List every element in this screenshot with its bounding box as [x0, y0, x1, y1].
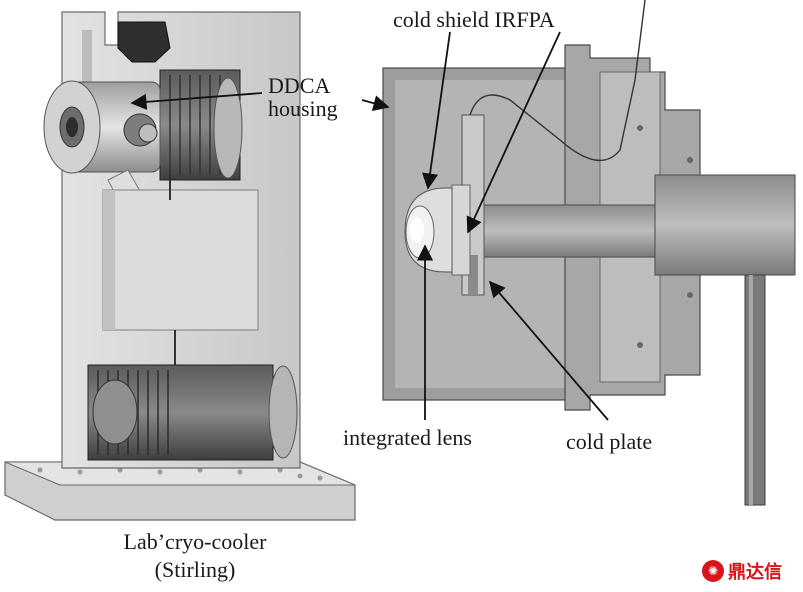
ddca-housing-arrow-right — [361, 95, 390, 112]
cold-shield-irfpa-label: cold shield IRFPA — [393, 7, 555, 32]
watermark-logo-text: 鼎达信 — [728, 562, 782, 583]
ddca-housing-arrow-left — [130, 92, 263, 110]
caption-line1: Lab’cryo-cooler — [123, 529, 267, 554]
integrated-lens-label: integrated lens — [343, 425, 472, 450]
annotation-arrows — [130, 31, 609, 421]
watermark-logo-icon: ✺ — [702, 560, 724, 582]
ddca-cross-section — [382, 0, 796, 506]
figure-caption: Lab’cryo-cooler (Stirling) — [95, 528, 295, 583]
ddca-housing-label-line2: housing — [268, 96, 338, 122]
cold-shield-arrow-lens — [422, 31, 451, 190]
cold-shield-arrow-irfpa — [466, 31, 561, 234]
ddca-housing-label-line1: DDCA — [268, 73, 331, 98]
caption-line2: (Stirling) — [154, 556, 236, 582]
cold-plate-arrow — [488, 280, 609, 421]
ddca-housing-label: DDCA housing — [268, 74, 338, 120]
cold-plate-label: cold plate — [566, 429, 653, 454]
lab-cryo-cooler-assembly — [4, 11, 356, 521]
watermark-logo: ✺ 鼎达信 — [702, 558, 782, 584]
